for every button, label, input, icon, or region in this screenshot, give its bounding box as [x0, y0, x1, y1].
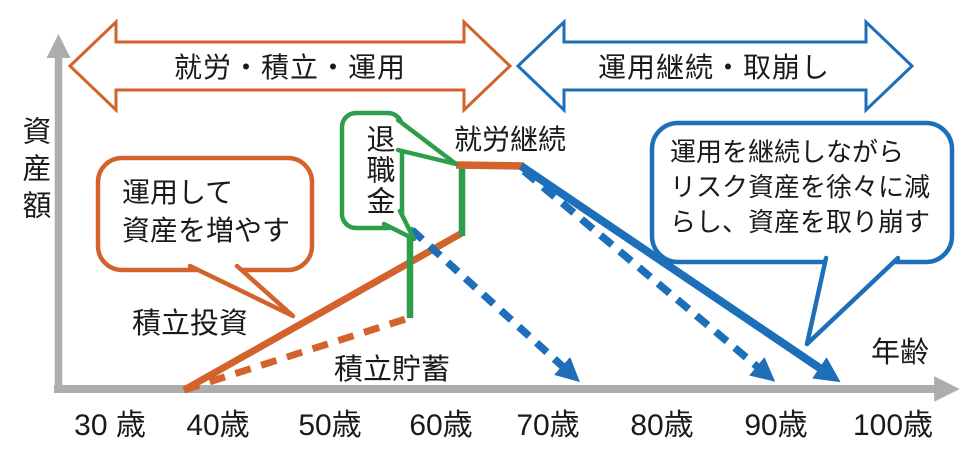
drawdown-reduced-risk-line [521, 168, 776, 382]
age-tick: 70歳 [516, 409, 580, 442]
retirement-box-tail-right [395, 117, 459, 167]
drawdown-bubble-text: 運用を継続しながらリスク資産を徐々に減らし、資産を取り崩す [670, 137, 931, 237]
phase-label-drawdown: 運用継続・取崩し [597, 52, 831, 83]
work-continuation-line [455, 161, 525, 170]
savings-line-label: 積立貯蓄 [334, 354, 451, 386]
phase-label-accumulation: 就労・積立・運用 [173, 52, 407, 83]
drawdown-phase-arrow [515, 18, 915, 114]
age-tick: 60歳 [409, 409, 473, 442]
investment-accumulation-line [182, 229, 464, 394]
grow-bubble-tail [187, 263, 296, 319]
accumulation-phase-arrow [67, 18, 513, 114]
age-tick: 50歳 [298, 409, 362, 442]
retirement-box-tail-bottom [381, 208, 417, 242]
age-tick: 30 歳 [74, 409, 146, 442]
age-tick: 80歳 [630, 409, 694, 442]
drawdown-no-investment-line [409, 227, 580, 383]
retirement-box [339, 110, 405, 231]
drawdown-with-investment-line [518, 162, 841, 383]
age-tick: 90歳 [744, 409, 808, 442]
grow-assets-bubble-text: 運用して資産を増やす [122, 177, 291, 246]
x-axis-label: 年齢 [871, 337, 930, 369]
drawdown-bubble [649, 120, 955, 265]
age-tick: 40歳 [186, 409, 250, 442]
work-continuation-label: 就労継続 [454, 124, 567, 155]
savings-accumulation-line [182, 313, 414, 394]
drawdown-bubble-tail [804, 255, 901, 347]
investment-line-label: 積立投資 [132, 308, 249, 340]
retirement-box-label: 退職金 [362, 124, 394, 217]
y-axis-label: 資産額 [18, 116, 50, 227]
age-tick: 100歳 [852, 409, 934, 442]
